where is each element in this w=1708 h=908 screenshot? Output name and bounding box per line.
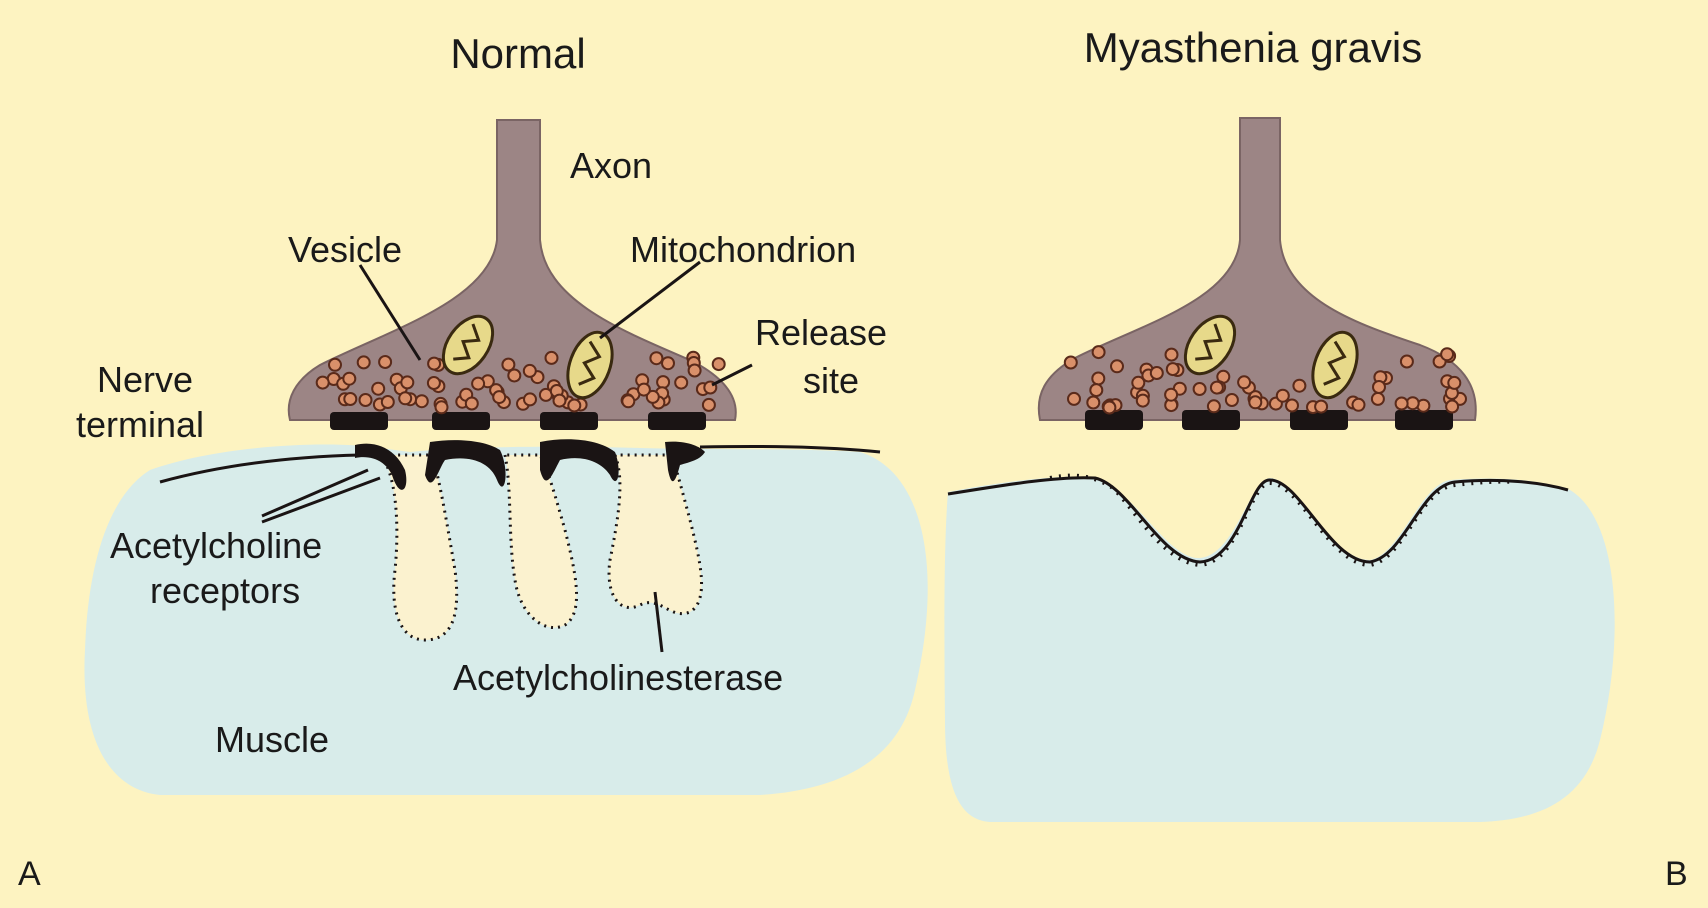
vesicle	[1441, 348, 1453, 360]
vesicle	[1093, 346, 1105, 358]
muscle-myasthenia	[944, 477, 1614, 822]
panel-title-myasthenia: Myasthenia gravis	[1084, 24, 1422, 71]
panel-title-normal: Normal	[450, 30, 585, 77]
vesicle	[1167, 363, 1179, 375]
vesicle	[1401, 356, 1413, 368]
vesicle	[382, 396, 394, 408]
label-release-site-line2: site	[803, 360, 859, 401]
label-muscle: Muscle	[215, 719, 329, 760]
label-ach-receptors-line2: receptors	[150, 570, 300, 611]
vesicle	[372, 383, 384, 395]
vesicle	[1353, 399, 1365, 411]
vesicle	[399, 392, 411, 404]
vesicle	[329, 359, 341, 371]
vesicle	[1277, 390, 1289, 402]
vesicle	[638, 384, 650, 396]
vesicle	[428, 377, 440, 389]
vesicle	[1372, 393, 1384, 405]
vesicle	[317, 377, 329, 389]
vesicle	[524, 365, 536, 377]
vesicle	[713, 358, 725, 370]
vesicle	[546, 352, 558, 364]
vesicle	[428, 358, 440, 370]
leader-mitochondrion	[600, 262, 700, 338]
vesicle	[1211, 382, 1223, 394]
vesicle	[1103, 402, 1115, 414]
vesicle	[1238, 376, 1250, 388]
vesicle	[1448, 377, 1460, 389]
vesicle	[1373, 381, 1385, 393]
nerve-terminal-myasthenia	[1039, 118, 1476, 420]
vesicle	[1087, 397, 1099, 409]
vesicle	[1137, 395, 1149, 407]
vesicle	[466, 398, 478, 410]
panel-letter-b: B	[1665, 855, 1688, 893]
vesicle	[1396, 398, 1408, 410]
vesicle	[1194, 383, 1206, 395]
vesicle	[1065, 357, 1077, 369]
vesicle	[1208, 400, 1220, 412]
vesicle	[1068, 393, 1080, 405]
vesicle	[1226, 394, 1238, 406]
panel-letter-a: A	[18, 855, 41, 893]
vesicle	[343, 373, 355, 385]
vesicle	[344, 393, 356, 405]
vesicle	[1165, 389, 1177, 401]
vesicle	[1092, 373, 1104, 385]
vesicle	[1315, 401, 1327, 413]
panel-normal: Normal Axon Vesicle Mitochondrion Releas…	[18, 30, 928, 893]
panel-myasthenia: Myasthenia gravis B	[944, 24, 1687, 893]
vesicle	[650, 352, 662, 364]
vesicle	[401, 376, 413, 388]
vesicle	[524, 393, 536, 405]
vesicle	[508, 370, 520, 382]
vesicle	[689, 365, 701, 377]
vesicle	[1446, 401, 1458, 413]
label-release-site-line1: Release	[755, 312, 887, 353]
label-acetylcholinesterase: Acetylcholinesterase	[453, 657, 783, 698]
vesicle	[360, 394, 372, 406]
vesicle	[554, 395, 566, 407]
vesicle	[1286, 400, 1298, 412]
vesicle	[436, 401, 448, 413]
vesicle	[703, 399, 715, 411]
vesicle	[358, 356, 370, 368]
label-ach-receptors-line1: Acetylcholine	[110, 525, 322, 566]
vesicle	[1151, 367, 1163, 379]
vesicle	[379, 356, 391, 368]
label-nerve-terminal-line1: Nerve	[97, 359, 193, 400]
vesicle	[622, 395, 634, 407]
vesicle	[416, 395, 428, 407]
vesicle	[662, 357, 674, 369]
label-mitochondrion: Mitochondrion	[630, 229, 856, 270]
vesicle	[1090, 384, 1102, 396]
vesicle	[1249, 396, 1261, 408]
vesicle	[1111, 360, 1123, 372]
vesicle	[1132, 377, 1144, 389]
vesicle	[493, 391, 505, 403]
label-nerve-terminal-line2: terminal	[76, 404, 204, 445]
vesicle	[472, 378, 484, 390]
label-vesicle: Vesicle	[288, 229, 402, 270]
vesicle	[1293, 380, 1305, 392]
vesicle	[1166, 349, 1178, 361]
vesicle	[568, 400, 580, 412]
label-axon: Axon	[570, 145, 652, 186]
muscle-normal	[84, 444, 927, 795]
vesicle	[675, 377, 687, 389]
